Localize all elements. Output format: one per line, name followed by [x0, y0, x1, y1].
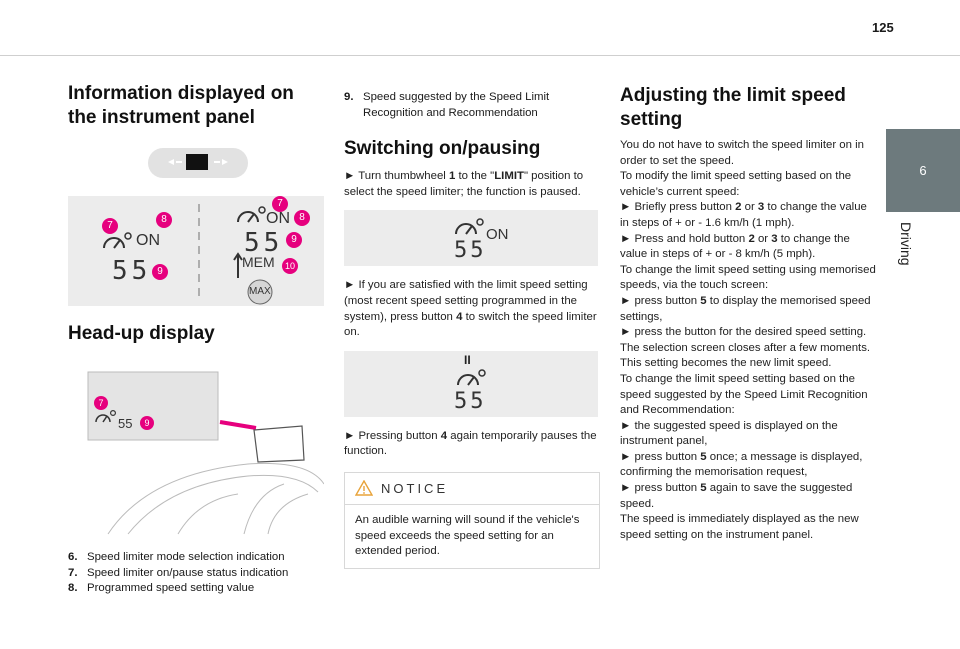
- max-label: MAX: [249, 286, 271, 297]
- section-heading-switching: Switching on/pausing: [344, 138, 541, 160]
- legend-list: 6.Speed limiter mode selection indicatio…: [68, 550, 328, 597]
- adjusting-text: You do not have to switch the speed limi…: [620, 138, 878, 543]
- legend-list-continued: 9.Speed suggested by the Speed Limit Rec…: [344, 90, 599, 121]
- warning-icon: [355, 480, 373, 497]
- dashboard-drawing: [87, 371, 325, 535]
- callout-badge-7-right: 7: [272, 196, 288, 212]
- chapter-number: 6: [919, 163, 927, 178]
- notice-text: An audible warning will sound if the veh…: [355, 513, 580, 558]
- callout-badge-10-right: 10: [282, 258, 298, 274]
- callout-badge-9: 9: [152, 264, 168, 280]
- page-number: 125: [872, 20, 894, 35]
- dashboard-location-figure: [68, 144, 328, 186]
- speed-value-right: 55: [244, 228, 284, 258]
- paragraph: ► press button 5 once; a message is disp…: [620, 450, 863, 479]
- list-item: 6.Speed limiter mode selection indicatio…: [68, 551, 285, 563]
- speedometer-icon: [457, 369, 486, 386]
- callout-badge-8: 8: [156, 212, 172, 228]
- header-rule: [0, 55, 960, 56]
- limiter-paused-figure: ON 55: [344, 210, 598, 267]
- paragraph: This setting becomes the new limit speed…: [620, 357, 832, 370]
- paragraph: The selection screen closes after a few …: [620, 341, 871, 354]
- paragraph: To change the limit speed setting using …: [620, 263, 876, 292]
- speedometer-icon: [455, 218, 484, 235]
- paragraph: The speed is immediately displayed as th…: [620, 513, 859, 541]
- dashboard-icon: [148, 148, 248, 178]
- speedometer-icon-right: [233, 206, 273, 305]
- limiter-active-figure: II 55: [344, 350, 598, 417]
- on-label: ON: [486, 226, 509, 244]
- pause-icon: II: [464, 352, 471, 367]
- callout-badge-7: 7: [102, 218, 118, 234]
- paragraph: ► press the button for the desired speed…: [620, 326, 867, 339]
- head-up-display-figure: 55 7 9: [68, 366, 325, 536]
- paragraph: ► press button 5 to display the memorise…: [620, 294, 871, 323]
- column-right: Adjusting the limit speed setting You do…: [620, 84, 878, 543]
- paragraph: To modify the limit speed setting based …: [620, 170, 852, 198]
- paragraph: ► Pressing button 4 again temporarily pa…: [344, 429, 597, 458]
- chapter-tab[interactable]: 6: [886, 129, 960, 212]
- notice-box: NOTICE An audible warning will sound if …: [344, 471, 600, 569]
- list-item: 8.Programmed speed setting value: [68, 582, 255, 595]
- speedometer-icon: [103, 232, 132, 249]
- mem-label: MEM: [242, 254, 275, 270]
- notice-header: NOTICE: [345, 473, 599, 505]
- hud-badge-7: 7: [94, 396, 108, 410]
- paragraph: ► If you are satisfied with the limit sp…: [344, 279, 597, 339]
- section-heading-adjusting: Adjusting the limit speed setting: [620, 85, 846, 130]
- section-heading-instrument-panel: Information displayed on the instrument …: [68, 83, 294, 128]
- column-left: Information displayed on the instrument …: [68, 82, 328, 597]
- callout-badge-9-right: 9: [286, 232, 302, 248]
- chapter-title: Driving: [898, 222, 914, 266]
- paragraph: ► the suggested speed is displayed on th…: [620, 419, 838, 448]
- paragraph: ► Briefly press button 2 or 3 to change …: [620, 201, 867, 229]
- paragraph: You do not have to switch the speed limi…: [620, 139, 864, 167]
- paragraph: ► Press and hold button 2 or 3 to change…: [620, 232, 850, 261]
- column-middle: 9.Speed suggested by the Speed Limit Rec…: [344, 90, 600, 569]
- list-item: 9.Speed suggested by the Speed Limit Rec…: [344, 91, 550, 119]
- hud-speed-value: 55: [118, 416, 133, 431]
- speed-value: 55: [454, 238, 487, 264]
- on-label-right: ON: [266, 210, 290, 227]
- section-heading-head-up-display: Head-up display: [68, 323, 215, 344]
- paragraph: To change the limit speed setting based …: [620, 372, 868, 417]
- speed-value: 55: [454, 388, 487, 414]
- speed-value: 55: [112, 256, 152, 286]
- callout-badge-8-right: 8: [294, 210, 310, 226]
- notice-title: NOTICE: [381, 480, 449, 496]
- list-item: 7.Speed limiter on/pause status indicati…: [68, 566, 289, 579]
- instrument-panel-figure: ON 55 7 8 9 ON 55 MEM MAX 7 8 9 10: [68, 196, 324, 306]
- on-label: ON: [136, 232, 160, 249]
- paragraph: ► press button 5 again to save the sugge…: [620, 482, 853, 510]
- paragraph: ► Turn thumbwheel 1 to the "LIMIT" posit…: [344, 170, 584, 198]
- hud-badge-9: 9: [140, 416, 154, 430]
